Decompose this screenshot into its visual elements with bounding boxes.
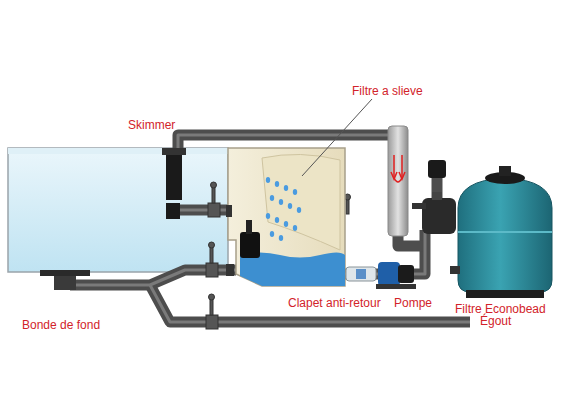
pump	[376, 262, 416, 289]
part-label: Bonde de fond	[22, 318, 100, 332]
skimmer	[162, 148, 186, 219]
water-drop	[293, 225, 297, 231]
water-drop	[297, 207, 301, 213]
water-drop	[279, 235, 283, 241]
water-drop	[275, 217, 279, 223]
sleeve-filter	[226, 148, 345, 286]
part-label: Égout	[480, 314, 511, 328]
multiport-valve	[412, 160, 456, 234]
water-drop	[275, 181, 279, 187]
check-valve	[346, 267, 376, 281]
water-drop	[270, 195, 274, 201]
water-drop	[284, 185, 288, 191]
part-label: Filtre a slieve	[352, 84, 423, 98]
part-label: Skimmer	[128, 118, 175, 132]
pipes	[70, 135, 470, 322]
water-drop	[293, 189, 297, 195]
uv-clarifier	[388, 126, 408, 236]
econobead-filter	[450, 166, 552, 298]
bottom-drain	[40, 270, 90, 290]
water-drop	[288, 203, 292, 209]
part-label: Filtre Econobead	[455, 302, 546, 316]
water-drop	[266, 177, 270, 183]
part-label: Pompe	[394, 296, 432, 310]
water-drop	[270, 231, 274, 237]
water-drop	[266, 213, 270, 219]
water-drop	[284, 221, 288, 227]
water-drop	[279, 199, 283, 205]
leader-line	[302, 99, 372, 176]
part-label: Clapet anti-retour	[288, 296, 381, 310]
